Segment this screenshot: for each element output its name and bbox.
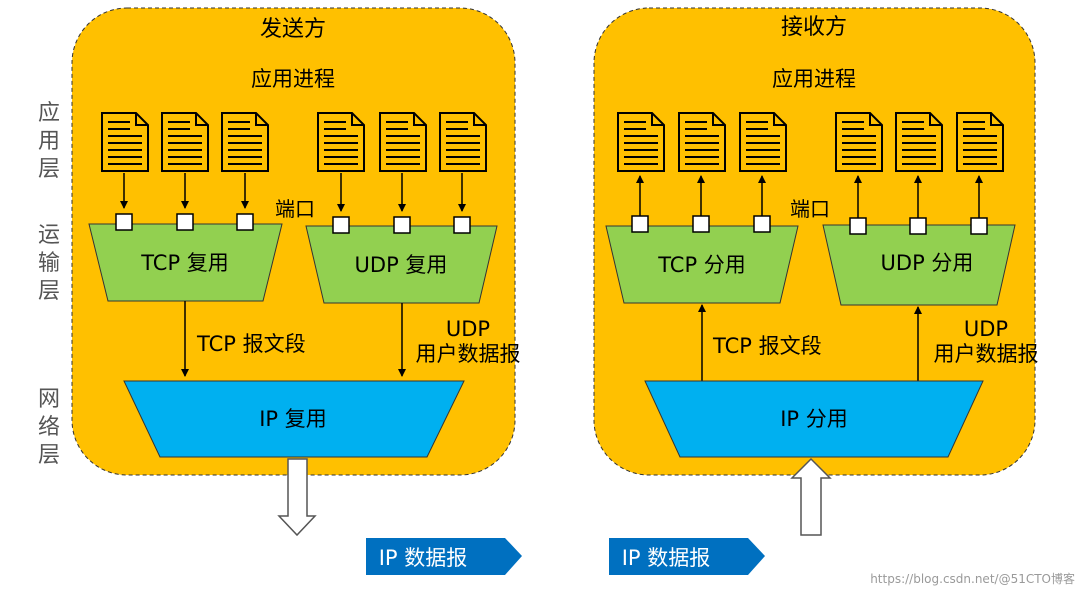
sender-udp-label-line1: UDP — [446, 317, 490, 341]
svg-text:用: 用 — [38, 129, 60, 154]
network-layer-label: 网 络 层 — [38, 387, 60, 468]
sender-ip-datagram-label: IP 数据报 — [379, 546, 468, 570]
sender-ip-mux-block — [123, 380, 465, 458]
receiver-tcp-segment-label: TCP 报文段 — [712, 334, 822, 358]
sender-port — [115, 213, 133, 231]
sender-app-process-document — [317, 112, 365, 172]
receiver-udp-demux-label: UDP 分用 — [881, 251, 974, 275]
sender-app-process-document — [221, 112, 269, 172]
receiver-app-process-document — [617, 112, 665, 172]
svg-text:应: 应 — [38, 101, 60, 126]
receiver-tcp-demux-block — [605, 225, 799, 304]
sender-port — [332, 216, 350, 234]
sender-app-process-document — [161, 112, 209, 172]
svg-text:层: 层 — [38, 443, 60, 468]
receiver-app-process-document — [956, 112, 1004, 172]
sender-process-label: 应用进程 — [251, 67, 335, 91]
receiver-doc-arrows — [636, 175, 983, 218]
sender-port — [176, 213, 194, 231]
receiver-port-label: 端口 — [790, 197, 830, 221]
svg-text:络: 络 — [38, 415, 60, 440]
receiver-app-process-document — [739, 112, 787, 172]
svg-text:网: 网 — [38, 387, 60, 412]
receiver-title: 接收方 — [781, 15, 847, 40]
receiver-port — [970, 217, 988, 235]
receiver-udp-label-line2: 用户数据报 — [934, 342, 1039, 366]
sender-outgoing-arrow — [277, 458, 317, 537]
svg-text:运: 运 — [38, 223, 60, 248]
sender-udp-mux-block — [305, 225, 498, 304]
transport-layer-label: 运 输 层 — [38, 223, 60, 304]
receiver-port — [631, 215, 649, 233]
receiver-process-label: 应用进程 — [772, 67, 856, 91]
svg-text:层: 层 — [38, 157, 60, 182]
receiver-ip-datagram-arrow — [609, 538, 765, 575]
sender-port — [236, 213, 254, 231]
sender-app-process-document — [101, 112, 149, 172]
receiver-app-process-document — [835, 112, 883, 172]
sender-ip-mux-label: IP 复用 — [259, 407, 327, 431]
sender-app-process-document — [439, 112, 487, 172]
sender-tcp-mux-block — [88, 223, 283, 302]
receiver-port — [753, 215, 771, 233]
receiver-tcp-demux-label: TCP 分用 — [657, 253, 746, 277]
sender-title: 发送方 — [260, 17, 326, 42]
receiver-app-process-document — [895, 112, 943, 172]
sender-port-label: 端口 — [275, 197, 315, 221]
watermark: https://blog.csdn.net/@51CTO博客 — [870, 571, 1075, 586]
sender-port — [453, 216, 471, 234]
receiver-ip-demux-block — [644, 380, 984, 458]
receiver-app-process-document — [678, 112, 726, 172]
svg-text:输: 输 — [38, 251, 60, 276]
receiver-port — [849, 217, 867, 235]
sender-ip-datagram-arrow — [366, 538, 522, 575]
receiver-incoming-arrow — [790, 457, 832, 536]
receiver-udp-label-line1: UDP — [964, 317, 1008, 341]
sender-udp-mux-label: UDP 复用 — [355, 253, 448, 277]
receiver-port — [909, 217, 927, 235]
sender-port — [393, 216, 411, 234]
sender-doc-arrows — [120, 173, 466, 212]
sender-udp-label-line2: 用户数据报 — [416, 342, 521, 366]
sender-tcp-segment-label: TCP 报文段 — [196, 332, 306, 356]
sender-app-process-document — [379, 112, 427, 172]
sender-tcp-mux-label: TCP 复用 — [140, 251, 229, 275]
application-layer-label: 应 用 层 — [38, 101, 60, 182]
receiver-ip-demux-label: IP 分用 — [780, 407, 848, 431]
receiver-udp-demux-block — [822, 224, 1016, 306]
svg-text:层: 层 — [38, 279, 60, 304]
receiver-port — [692, 215, 710, 233]
receiver-ip-datagram-label: IP 数据报 — [622, 546, 711, 570]
